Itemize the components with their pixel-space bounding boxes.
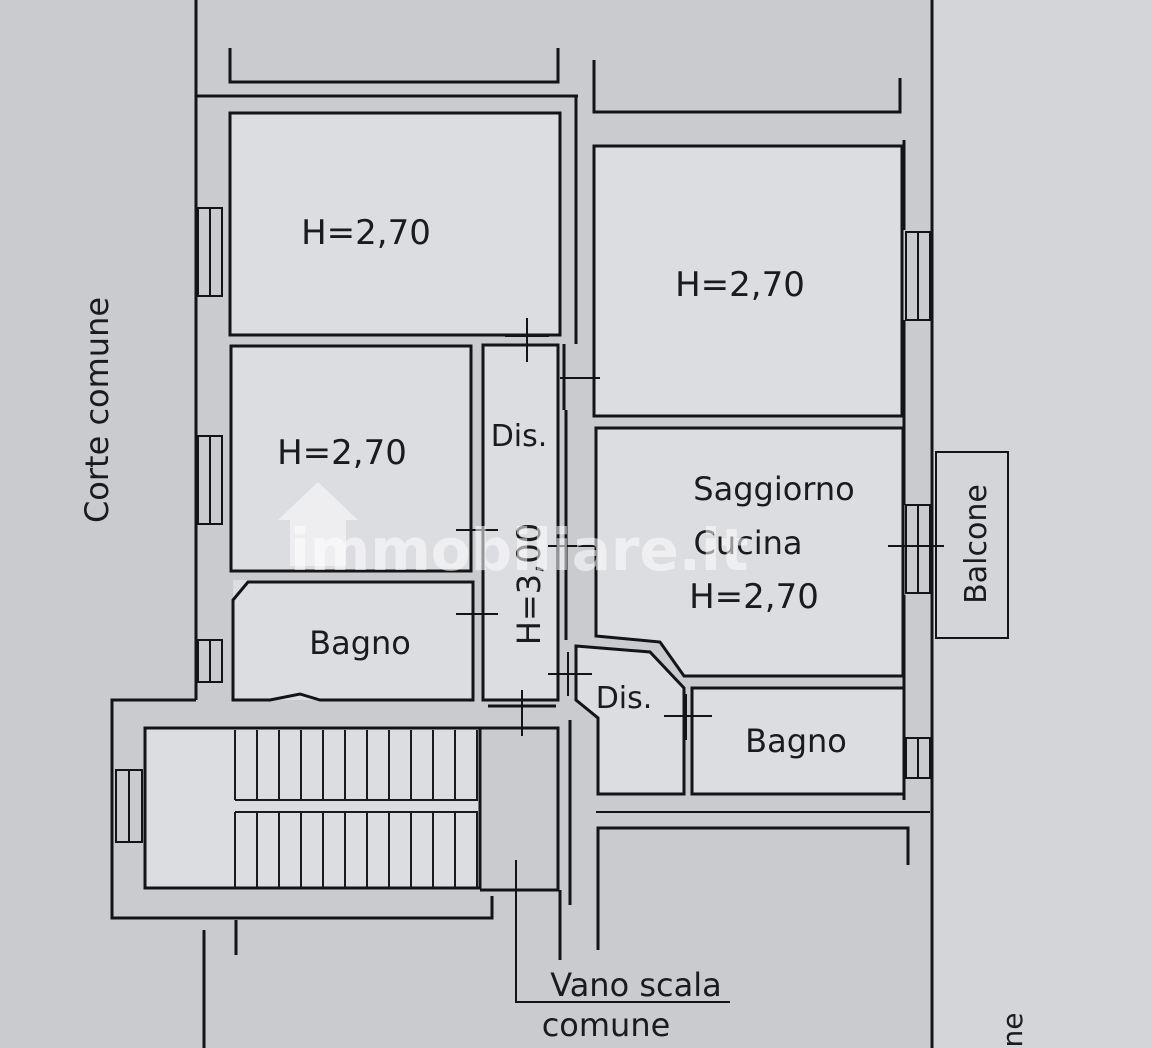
windows [115,207,931,843]
living-line2: Cucina [694,524,803,562]
courtyard-label: Corte comune [78,297,116,523]
edge-text: ne [996,1013,1029,1048]
room-fills [145,113,904,888]
corridor-height: H=3,00 [510,523,548,645]
house-logo-icon [278,482,358,566]
bath-left: Bagno [309,624,411,662]
living-line1: Saggiorno [693,470,854,508]
paper-margin [930,0,1151,1048]
room-top-right-height: H=2,70 [675,265,805,305]
watermark-text: immobiliare.it [290,516,748,584]
watermark: immobiliare.it [278,482,748,584]
door-marks [456,318,944,740]
corridor2-label: Dis. [596,681,653,716]
balcony [935,451,1009,639]
room-mid-left-height: H=2,70 [277,433,407,473]
corridor-label: Dis. [491,419,548,454]
bath-right: Bagno [745,722,847,760]
staircase [234,730,478,888]
stair-label-line1: Vano scala [550,966,721,1004]
stair-leader-line [515,860,730,1003]
living-height: H=2,70 [689,577,819,617]
stair-label-line2: comune [542,1006,671,1044]
walls [110,0,934,1048]
room-top-left-height: H=2,70 [301,213,431,253]
balcony-label: Balcone [959,484,994,604]
